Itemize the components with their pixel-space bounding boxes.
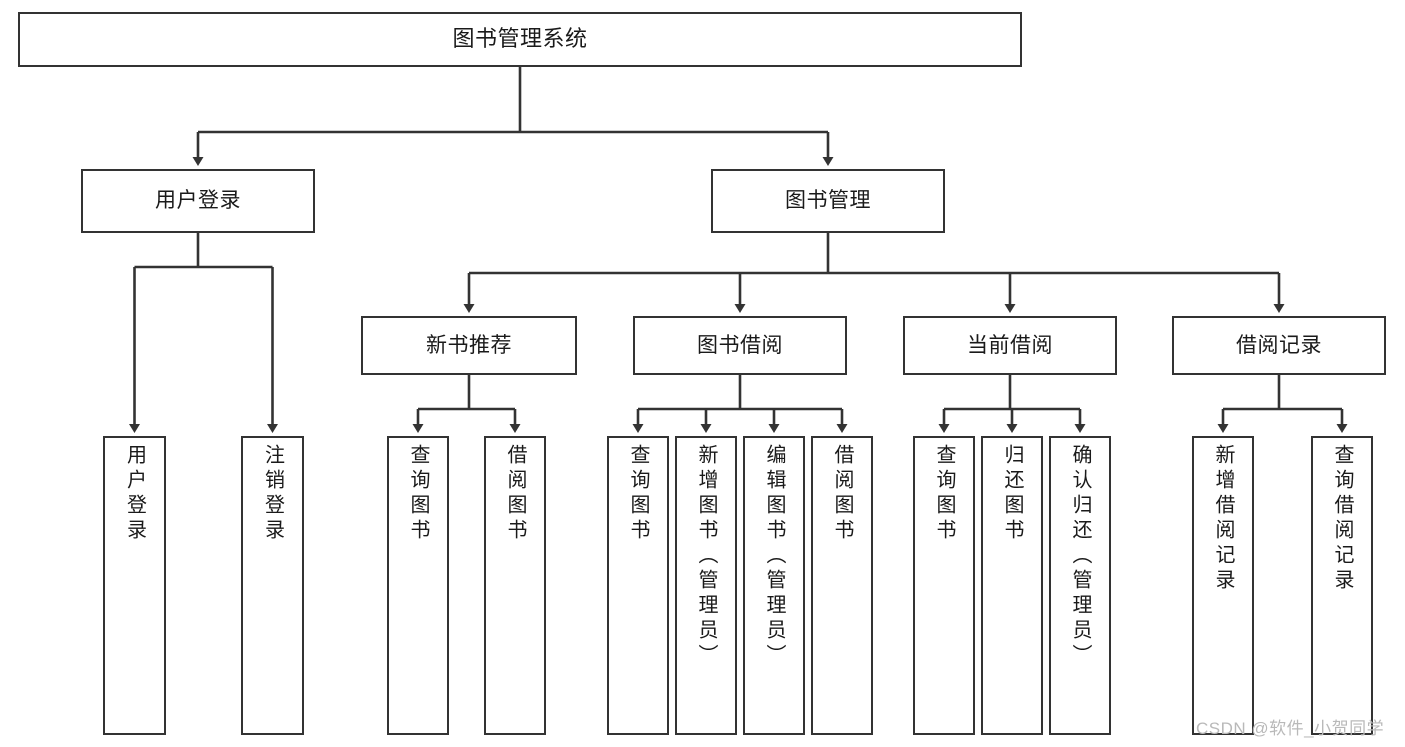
node-borrow-record[interactable]: 借阅记录 [1172, 316, 1386, 375]
watermark: CSDN @软件_小贺同学 [1196, 719, 1385, 738]
node-leaf-logout[interactable]: 注销登录 [241, 436, 304, 735]
node-label: 新书推荐 [426, 333, 512, 357]
node-user-login[interactable]: 用户登录 [81, 169, 315, 233]
node-book-manage[interactable]: 图书管理 [711, 169, 945, 233]
node-leaf-return-book[interactable]: 归还图书 [981, 436, 1043, 735]
node-label: 查询图书 [933, 444, 955, 544]
node-label: 图书借阅 [697, 333, 783, 357]
node-label: 查询借阅记录 [1331, 444, 1353, 594]
node-leaf-add-book[interactable]: 新增图书（管理员） [675, 436, 737, 735]
node-leaf-borrow-book-1[interactable]: 借阅图书 [484, 436, 546, 735]
node-label: 新增借阅记录 [1212, 444, 1234, 594]
node-label: 确认归还（管理员） [1069, 444, 1091, 669]
node-label: 编辑图书（管理员） [763, 444, 785, 669]
node-leaf-query-book-2[interactable]: 查询图书 [607, 436, 669, 735]
node-new-book-recommend[interactable]: 新书推荐 [361, 316, 577, 375]
node-leaf-query-book-3[interactable]: 查询图书 [913, 436, 975, 735]
node-leaf-user-login[interactable]: 用户登录 [103, 436, 166, 735]
node-leaf-borrow-book-2[interactable]: 借阅图书 [811, 436, 873, 735]
node-label: 查询图书 [627, 444, 649, 544]
node-book-borrow[interactable]: 图书借阅 [633, 316, 847, 375]
node-label: 归还图书 [1001, 444, 1023, 544]
node-label: 当前借阅 [967, 333, 1053, 357]
node-label: 图书管理系统 [452, 26, 588, 52]
node-leaf-confirm-return[interactable]: 确认归还（管理员） [1049, 436, 1111, 735]
node-current-borrow[interactable]: 当前借阅 [903, 316, 1117, 375]
node-leaf-edit-book[interactable]: 编辑图书（管理员） [743, 436, 805, 735]
node-label: 用户登录 [123, 444, 146, 544]
node-label: 图书管理 [785, 189, 871, 213]
node-leaf-add-record[interactable]: 新增借阅记录 [1192, 436, 1254, 735]
node-label: 新增图书（管理员） [695, 444, 717, 669]
node-label: 借阅图书 [831, 444, 853, 544]
node-label: 注销登录 [261, 444, 284, 544]
node-leaf-query-book-1[interactable]: 查询图书 [387, 436, 449, 735]
node-label: 借阅记录 [1236, 333, 1322, 357]
node-root[interactable]: 图书管理系统 [18, 12, 1022, 67]
node-leaf-query-record[interactable]: 查询借阅记录 [1311, 436, 1373, 735]
node-label: 查询图书 [407, 444, 429, 544]
node-label: 借阅图书 [504, 444, 526, 544]
node-label: 用户登录 [155, 189, 241, 213]
